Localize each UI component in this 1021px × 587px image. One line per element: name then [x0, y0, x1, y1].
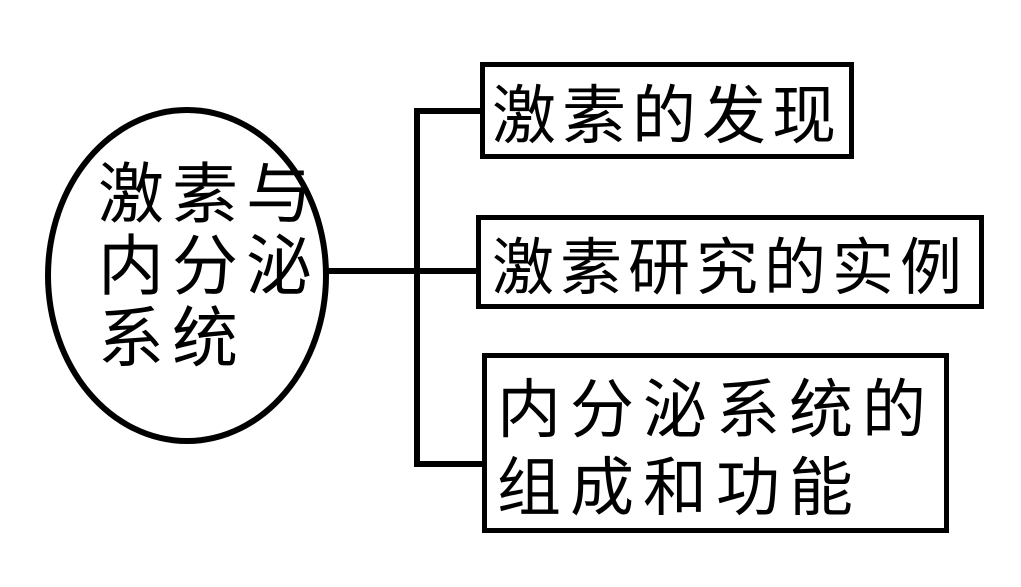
- root-label-line-1: 激素与: [98, 159, 320, 232]
- node-endocrine-label-line-1: 内分泌系统的: [497, 375, 935, 446]
- connector-root-to-trunk: [324, 268, 478, 274]
- node-endocrine-composition-function: 内分泌系统的 组成和功能: [482, 353, 949, 533]
- node-hormone-research-examples: 激素研究的实例: [476, 215, 984, 309]
- node-hormone-research-examples-label: 激素研究的实例: [491, 235, 968, 303]
- connector-branch-top: [414, 108, 484, 114]
- connector-branch-bottom: [414, 461, 486, 467]
- root-node-label: 激素与 内分泌 系统: [98, 160, 320, 376]
- node-endocrine-label-line-2: 组成和功能: [497, 453, 862, 524]
- root-node-ellipse: [45, 107, 329, 444]
- node-hormone-discovery: 激素的发现: [480, 62, 854, 159]
- root-label-line-3: 系统: [98, 303, 246, 376]
- connector-trunk-vertical: [414, 108, 420, 467]
- node-hormone-discovery-label: 激素的发现: [492, 80, 842, 152]
- root-label-line-2: 内分泌: [98, 231, 320, 304]
